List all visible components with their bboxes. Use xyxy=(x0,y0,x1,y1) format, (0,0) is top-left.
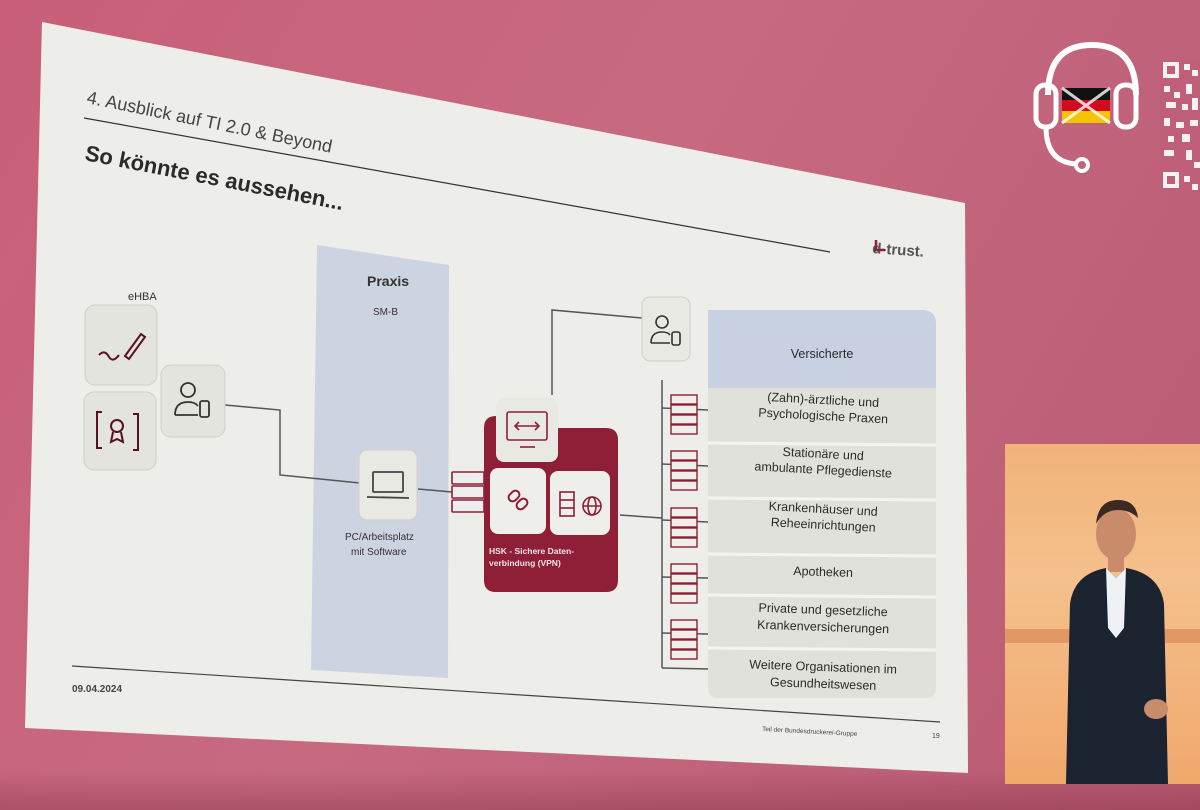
monitor-arrows-icon xyxy=(506,411,548,448)
ehba-signature-card xyxy=(84,304,158,386)
participant-line1: Weitere Organisationen im xyxy=(749,657,897,676)
pc-workstation-card[interactable] xyxy=(358,449,418,521)
ehba-label: eHBA xyxy=(128,291,157,303)
header-divider xyxy=(83,117,831,253)
stage-floor xyxy=(0,770,1200,810)
logo-mark xyxy=(874,240,885,252)
participant-line2: Reheeinrichtungen xyxy=(770,515,876,534)
user-device-card xyxy=(160,364,226,438)
user-phone-icon xyxy=(650,315,681,346)
participant-line1: Stationäre und xyxy=(782,445,864,463)
server-icon xyxy=(670,619,698,660)
pc-label-line1: PC/Arbeitsplatz xyxy=(345,532,414,543)
certificate-icon xyxy=(96,411,139,451)
hsk-label-line1: HSK - Sichere Daten- xyxy=(489,546,574,556)
participant-row-dividers xyxy=(707,441,937,652)
hsk-label-line2: verbindung (VPN) xyxy=(489,558,561,568)
server-icon xyxy=(670,394,698,435)
page-number: 19 xyxy=(932,733,940,740)
participant-line2: Gesundheitswesen xyxy=(770,675,877,693)
footer-divider xyxy=(71,665,941,723)
monitor-card xyxy=(496,398,558,462)
server-icon xyxy=(451,471,485,513)
participant-list: (Zahn)-ärztliche und Psychologische Prax… xyxy=(749,390,897,693)
participant-line1: (Zahn)-ärztliche und xyxy=(767,390,879,410)
praxis-title: Praxis xyxy=(367,273,409,289)
praxis-subtitle: SM-B xyxy=(373,307,398,318)
laptop-icon xyxy=(366,471,410,499)
server-icon xyxy=(670,507,698,548)
participant-line1: Apotheken xyxy=(793,564,853,580)
versicherte-row[interactable] xyxy=(708,310,936,388)
server-icon xyxy=(670,450,698,491)
d-trust-logo: d-trust. xyxy=(872,240,925,261)
insured-person-card xyxy=(641,296,691,362)
participant-server-icons xyxy=(670,394,698,660)
pen-signature-icon xyxy=(98,332,147,361)
slide-date: 09.04.2024 xyxy=(72,684,122,695)
speaker-video xyxy=(1005,444,1200,784)
pc-label-line2: mit Software xyxy=(351,547,407,558)
participant-line1: Private und gesetzliche xyxy=(758,601,888,620)
speaker-figure xyxy=(1066,500,1168,784)
participant-line2: Psychologische Praxen xyxy=(758,406,889,427)
server-icon xyxy=(670,563,698,604)
versicherte-label: Versicherte xyxy=(791,347,854,361)
user-phone-icon xyxy=(174,382,210,418)
server-globe-icon xyxy=(559,491,602,517)
server-globe-card xyxy=(550,471,610,535)
participants-panel xyxy=(708,310,936,698)
qr-code-icon xyxy=(1160,60,1200,194)
participant-line1: Krankenhäuser und xyxy=(768,499,878,519)
link-icon xyxy=(507,489,529,511)
participant-line2: Krankenversicherungen xyxy=(757,618,889,637)
headset-flag-icon xyxy=(1033,41,1139,173)
